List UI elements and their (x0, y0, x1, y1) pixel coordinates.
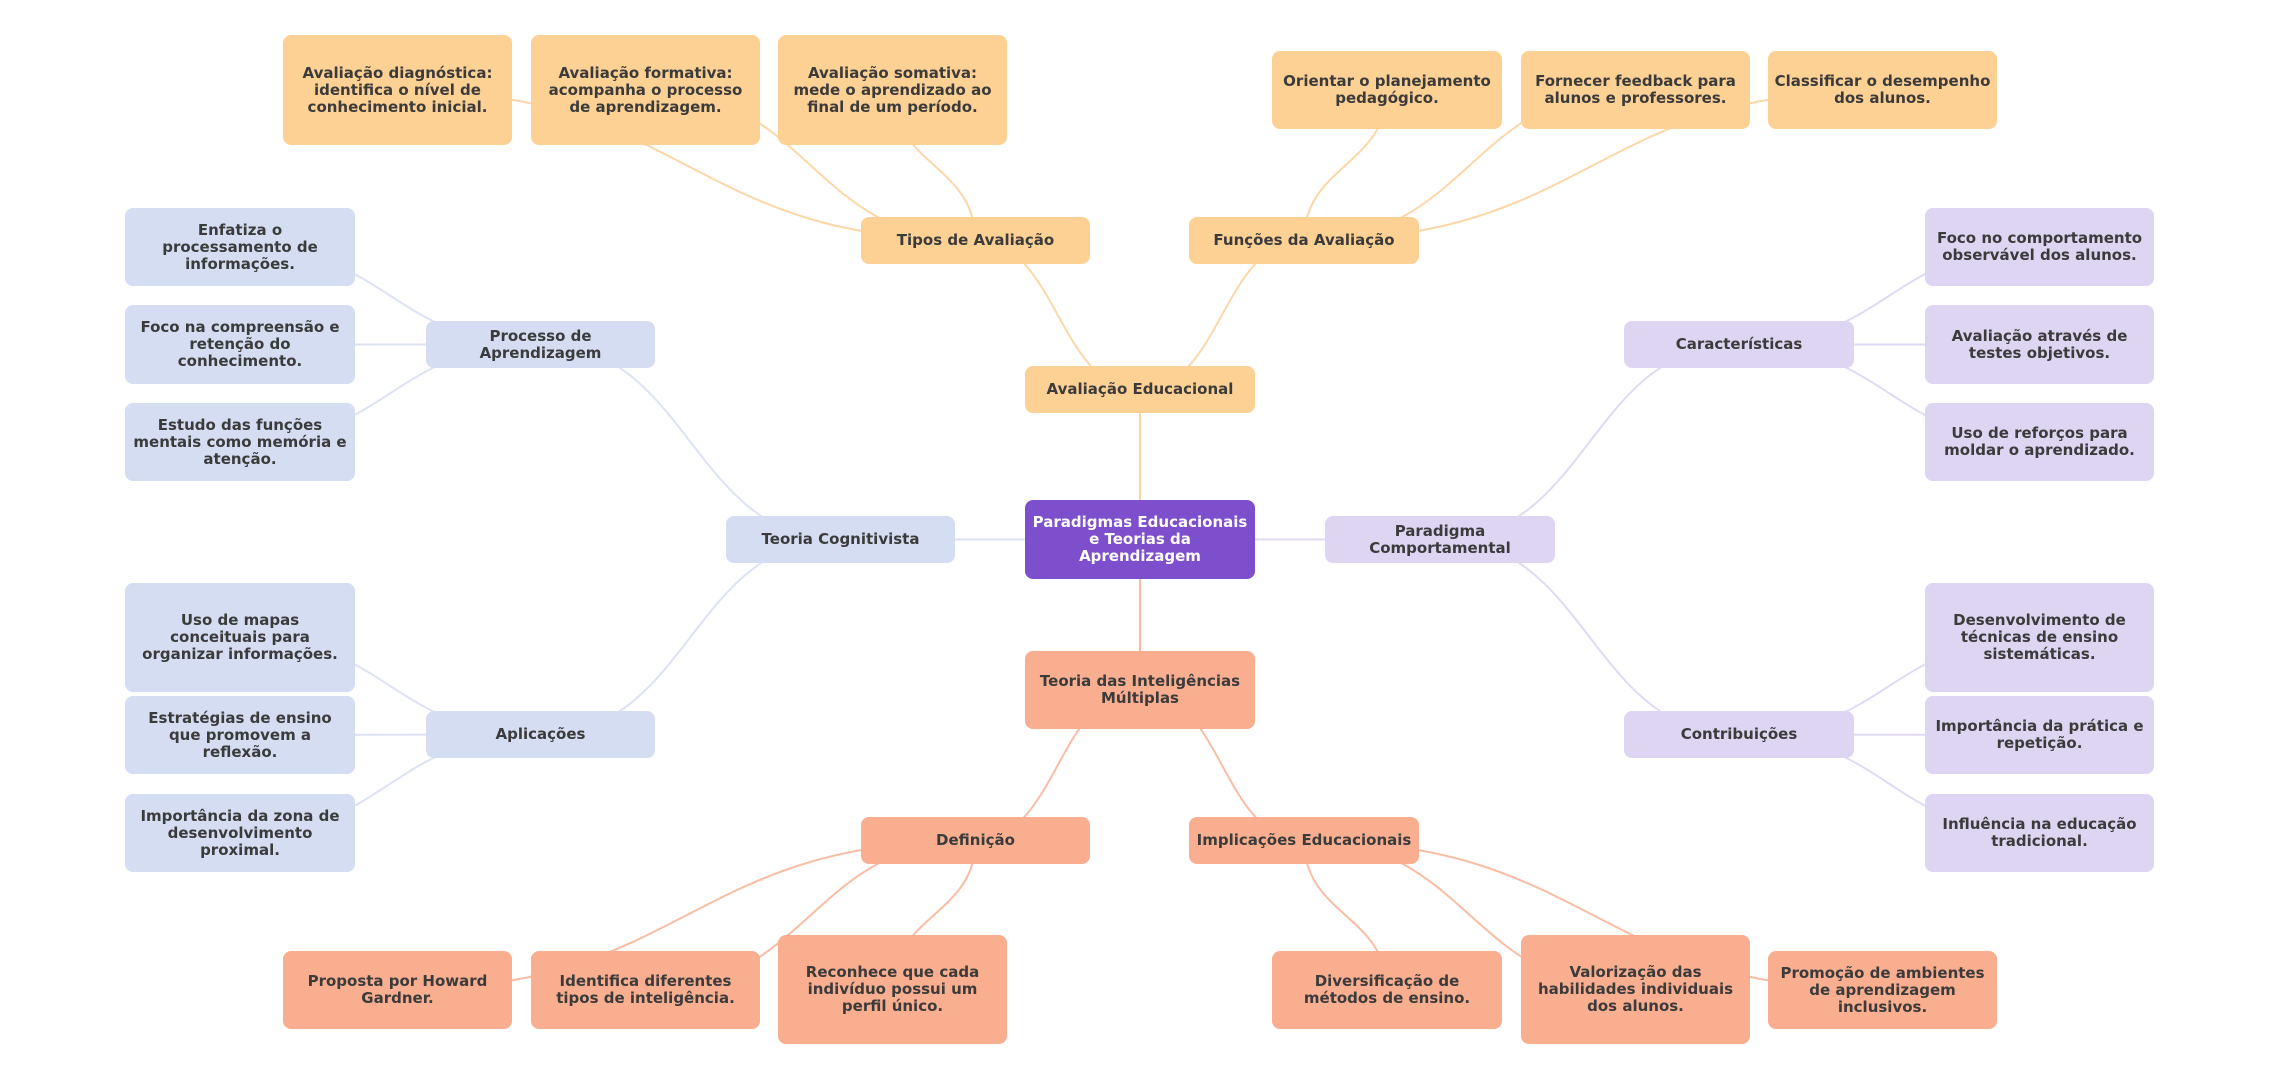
root-node-label: Paradigmas Educacionais e Teorias da Apr… (1032, 513, 1248, 565)
leaf-desenvolvimento-tecnicas[interactable]: Desenvolvimento de técnicas de ensino si… (1925, 583, 2154, 692)
leaf-diversificacao-metodos[interactable]: Diversificação de métodos de ensino. (1272, 951, 1502, 1029)
leaf-proposta-howard-gardner[interactable]: Proposta por Howard Gardner. (283, 951, 512, 1029)
leaf-ambientes-inclusivos[interactable]: Promoção de ambientes de aprendizagem in… (1768, 951, 1997, 1029)
subbranch-label: Características (1675, 335, 1803, 353)
leaf-orientar-planejamento[interactable]: Orientar o planejamento pedagógico. (1272, 51, 1502, 129)
leaf-avaliacao-somativa[interactable]: Avaliação somativa: mede o aprendizado a… (778, 35, 1007, 145)
leaf-classificar-desempenho[interactable]: Classificar o desempenho dos alunos. (1768, 51, 1997, 129)
leaf-label: Foco no comportamento observável dos alu… (1936, 229, 2143, 264)
leaf-label: Estratégias de ensino que promovem a ref… (148, 708, 332, 761)
leaf-zona-desenvolvimento-proximal[interactable]: Importância da zona de desenvolvimento p… (125, 794, 355, 872)
leaf-fornecer-feedback[interactable]: Fornecer feedback para alunos e professo… (1521, 51, 1750, 129)
leaf-avaliacao-testes-objetivos[interactable]: Avaliação através de testes objetivos. (1925, 305, 2154, 384)
leaf-influencia-educacao-tradicional[interactable]: Influência na educação tradicional. (1925, 794, 2154, 872)
leaf-enfatiza-processamento[interactable]: Enfatiza o processamento de informações. (125, 208, 355, 286)
leaf-label: Orientar o planejamento pedagógico. (1283, 72, 1491, 107)
branch-label: Paradigma Comportamental (1369, 521, 1511, 557)
subbranch-funcoes-da-avaliacao[interactable]: Funções da Avaliação (1189, 217, 1419, 264)
subbranch-contribuicoes[interactable]: Contribuições (1624, 711, 1854, 758)
leaf-uso-reforcos[interactable]: Uso de reforços para moldar o aprendizad… (1925, 403, 2154, 481)
leaf-estrategias-ensino[interactable]: Estratégias de ensino que promovem a ref… (125, 696, 355, 774)
leaf-perfil-unico[interactable]: Reconhece que cada indivíduo possui um p… (778, 935, 1007, 1044)
leaf-identifica-tipos-inteligencia[interactable]: Identifica diferentes tipos de inteligên… (531, 951, 760, 1029)
subbranch-label: Processo de Aprendizagem (479, 326, 602, 362)
edge-branch-paradigma-comportamental-to-subbranch-contribuicoes (1439, 538, 1740, 736)
edge-branch-teoria-cognitivista-to-subbranch-processo-de-aprendizagem (540, 343, 841, 541)
leaf-pratica-repeticao[interactable]: Importância da prática e repetição. (1925, 696, 2154, 774)
leaf-label: Classificar o desempenho dos alunos. (1774, 72, 1991, 107)
leaf-label: Uso de reforços para moldar o aprendizad… (1944, 424, 2135, 459)
leaf-label: Avaliação diagnóstica: identifica o níve… (302, 63, 493, 116)
subbranch-caracteristicas[interactable]: Características (1624, 321, 1854, 368)
branch-teoria-cognitivista[interactable]: Teoria Cognitivista (726, 516, 955, 563)
branch-paradigma-comportamental[interactable]: Paradigma Comportamental (1325, 516, 1555, 563)
subbranch-implicacoes-educacionais[interactable]: Implicações Educacionais (1189, 817, 1419, 864)
branch-label: Avaliação Educacional (1046, 380, 1234, 398)
leaf-label: Valorização das habilidades individuais … (1537, 963, 1734, 1015)
subbranch-aplicacoes[interactable]: Aplicações (426, 711, 655, 758)
leaf-label: Proposta por Howard Gardner. (307, 972, 488, 1007)
branch-label: Teoria das Inteligências Múltiplas (1039, 672, 1241, 707)
leaf-label: Uso de mapas conceituais para organizar … (142, 611, 338, 663)
subbranch-definicao[interactable]: Definição (861, 817, 1090, 864)
leaf-label: Importância da zona de desenvolvimento p… (140, 806, 340, 859)
leaf-label: Diversificação de métodos de ensino. (1303, 972, 1471, 1007)
subbranch-processo-de-aprendizagem[interactable]: Processo de Aprendizagem (426, 321, 655, 368)
leaf-foco-compreensao[interactable]: Foco na compreensão e retenção do conhec… (125, 305, 355, 384)
branch-avaliacao-educacional[interactable]: Avaliação Educacional (1025, 366, 1255, 413)
subbranch-tipos-de-avaliacao[interactable]: Tipos de Avaliação (861, 217, 1090, 264)
leaf-label: Avaliação através de testes objetivos. (1951, 326, 2128, 362)
leaf-label: Desenvolvimento de técnicas de ensino si… (1953, 611, 2126, 663)
leaf-avaliacao-formativa[interactable]: Avaliação formativa: acompanha o process… (531, 35, 760, 145)
leaf-label: Reconhece que cada indivíduo possui um p… (805, 963, 980, 1015)
leaf-label: Identifica diferentes tipos de inteligên… (556, 972, 735, 1007)
leaf-label: Estudo das funções mentais como memória … (133, 415, 347, 468)
leaf-estudo-funcoes-mentais[interactable]: Estudo das funções mentais como memória … (125, 403, 355, 481)
branch-inteligencias-multiplas[interactable]: Teoria das Inteligências Múltiplas (1025, 651, 1255, 729)
leaf-label: Promoção de ambientes de aprendizagem in… (1780, 963, 1985, 1016)
leaf-label: Avaliação somativa: mede o aprendizado a… (793, 63, 992, 116)
leaf-label: Importância da prática e repetição. (1935, 717, 2144, 752)
leaf-foco-comportamento-observavel[interactable]: Foco no comportamento observável dos alu… (1925, 208, 2154, 286)
leaf-label: Foco na compreensão e retenção do conhec… (140, 318, 340, 370)
subbranch-label: Aplicações (495, 725, 586, 743)
edge-branch-paradigma-comportamental-to-subbranch-caracteristicas (1439, 343, 1740, 541)
leaf-avaliacao-diagnostica[interactable]: Avaliação diagnóstica: identifica o níve… (283, 35, 512, 145)
subbranch-label: Tipos de Avaliação (896, 231, 1055, 249)
leaf-valorizacao-habilidades[interactable]: Valorização das habilidades individuais … (1521, 935, 1750, 1044)
subbranch-label: Implicações Educacionais (1196, 831, 1412, 849)
leaf-label: Avaliação formativa: acompanha o process… (548, 63, 743, 116)
leaf-uso-mapas-conceituais[interactable]: Uso de mapas conceituais para organizar … (125, 583, 355, 692)
subbranch-label: Contribuições (1680, 725, 1798, 743)
subbranch-label: Definição (936, 831, 1015, 849)
leaf-label: Influência na educação tradicional. (1942, 815, 2137, 850)
subbranch-label: Funções da Avaliação (1213, 231, 1395, 249)
edge-branch-teoria-cognitivista-to-subbranch-aplicacoes (540, 538, 841, 736)
root-node[interactable]: Paradigmas Educacionais e Teorias da Apr… (1025, 500, 1255, 579)
leaf-label: Enfatiza o processamento de informações. (162, 220, 318, 273)
leaf-label: Fornecer feedback para alunos e professo… (1535, 72, 1736, 107)
branch-label: Teoria Cognitivista (761, 530, 920, 548)
